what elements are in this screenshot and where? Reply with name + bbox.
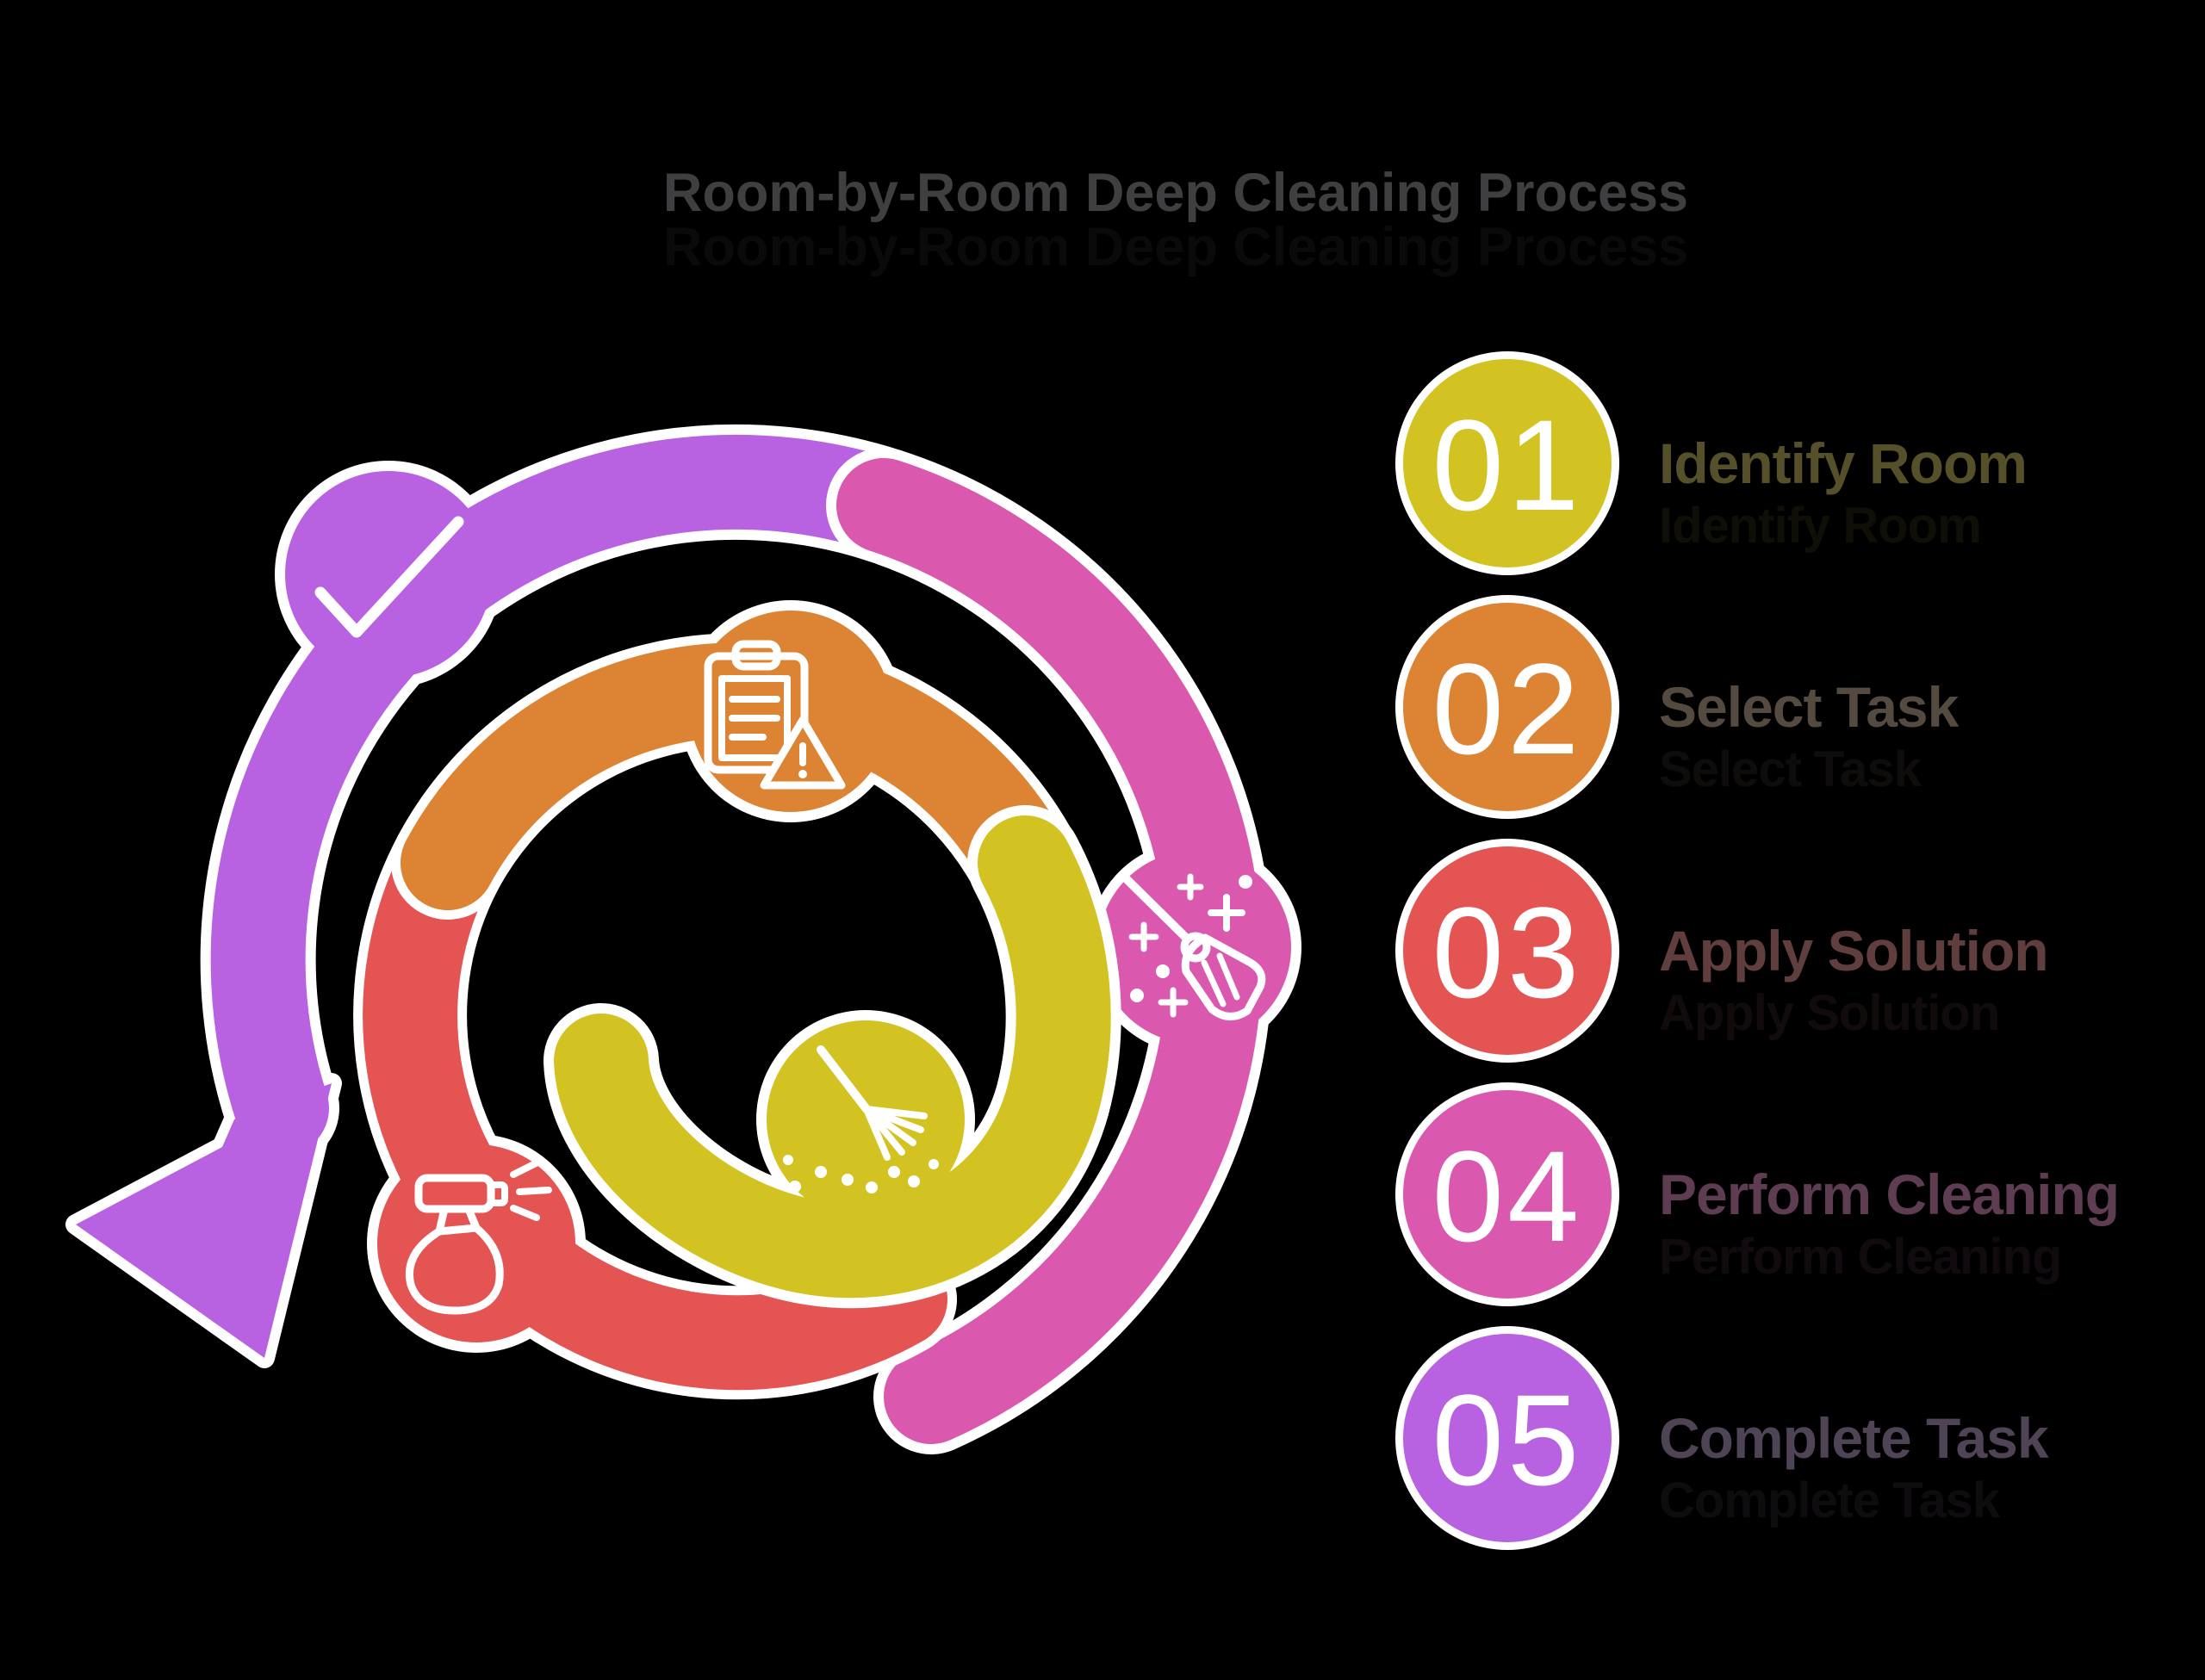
step-number: 01 xyxy=(1432,393,1583,537)
step-number: 02 xyxy=(1432,636,1583,781)
step-list-item-4: 04 Perform Cleaning Perform Cleaning xyxy=(1395,1082,2120,1306)
dust-dot xyxy=(783,1155,793,1165)
sparkle-plus xyxy=(1177,873,1204,901)
step-label-reflection: Identify Room xyxy=(1659,498,1981,554)
step-label: Perform Cleaning xyxy=(1659,1162,2119,1226)
broom-bristle xyxy=(1216,952,1240,1001)
segment-node xyxy=(285,471,492,678)
dust-dot xyxy=(866,1181,878,1193)
spiral-segment-identify-room xyxy=(543,805,1121,1309)
step-list-item-5: 05 Complete Task Complete Task xyxy=(1395,1326,2050,1550)
step-label-reflection: Select Task xyxy=(1659,741,1922,797)
spray-line xyxy=(510,1159,541,1178)
page-title-reflection: Room-by-Room Deep Cleaning Process xyxy=(663,217,1688,277)
dust-dot xyxy=(929,1159,939,1169)
clipboard-clip xyxy=(731,640,781,671)
spray-line xyxy=(510,1205,540,1221)
checkmark-icon xyxy=(314,516,464,638)
step-number: 04 xyxy=(1432,1124,1583,1268)
step-circle xyxy=(1403,603,1612,811)
step-label: Complete Task xyxy=(1659,1406,2049,1470)
spray-nozzle xyxy=(488,1181,508,1206)
step-label: Select Task xyxy=(1659,675,1960,739)
sparkle-plus xyxy=(1128,921,1159,952)
step-number: 03 xyxy=(1432,880,1583,1025)
clipboard-body xyxy=(704,652,809,774)
broom-sparkles-icon xyxy=(1120,872,1266,1020)
dust-dot xyxy=(842,1174,854,1186)
spray-body xyxy=(405,1224,504,1315)
broom-head xyxy=(1181,933,1266,1020)
clipboard-paper xyxy=(718,675,791,761)
step-circle xyxy=(1403,1090,1612,1299)
step-circle xyxy=(1403,846,1612,1055)
step-list-item-2: 02 Select Task Select Task xyxy=(1395,595,1960,819)
segment-band xyxy=(554,815,1111,1299)
step-list-item-1: 01 Identify Room Identify Room xyxy=(1395,351,2028,575)
step-label-reflection: Perform Cleaning xyxy=(1659,1229,2061,1285)
spray-line xyxy=(516,1187,552,1195)
sparkle-dot xyxy=(1156,964,1170,978)
spiral-segment-select-task xyxy=(391,600,1082,920)
broom-ring xyxy=(1180,932,1211,963)
step-label-reflection: Apply Solution xyxy=(1659,985,1999,1041)
sparkle-plus xyxy=(1208,894,1245,932)
warning-dot xyxy=(798,770,807,778)
arrow-head xyxy=(76,1083,332,1358)
broom-handle xyxy=(1120,872,1191,943)
mop-strand xyxy=(863,1106,928,1119)
step-label: Apply Solution xyxy=(1659,919,2048,983)
dust-dot xyxy=(908,1175,920,1187)
page-title: Room-by-Room Deep Cleaning Process xyxy=(663,163,1688,223)
step-number: 05 xyxy=(1432,1367,1583,1512)
step-circle xyxy=(1403,1334,1612,1542)
sparkle-dot xyxy=(1130,989,1144,1002)
step-circle xyxy=(1403,359,1612,567)
clipboard-warning-icon xyxy=(704,640,846,790)
spiral-segment-apply-solution xyxy=(353,806,957,1400)
dust-dot xyxy=(888,1166,900,1178)
spray-bottle-icon xyxy=(405,1159,552,1315)
spiral-segment-perform-cleaning xyxy=(826,448,1301,1454)
mop-duster-icon xyxy=(783,1045,939,1193)
step-list-item-3: 03 Apply Solution Apply Solution xyxy=(1395,839,2049,1063)
dust-dot xyxy=(789,1181,801,1193)
sparkle-plus xyxy=(1158,987,1189,1018)
sparkle-dot xyxy=(1239,875,1252,889)
step-label: Identify Room xyxy=(1659,431,2027,495)
dust-dot xyxy=(815,1166,827,1178)
mop-handle xyxy=(817,1045,871,1113)
broom-bristle xyxy=(1201,959,1227,1007)
spiral-segment-complete-task xyxy=(65,424,941,1368)
step-label-reflection: Complete Task xyxy=(1659,1472,2001,1528)
